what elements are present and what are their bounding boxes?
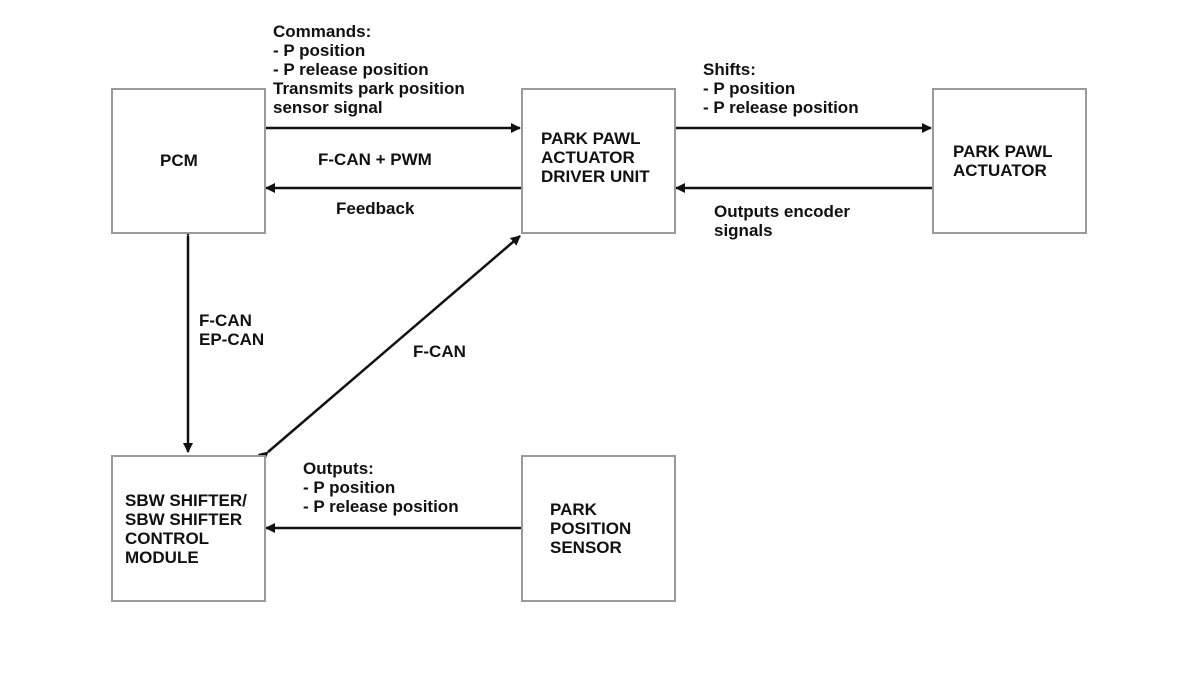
shifts-annotation: Shifts: - P position - P release positio… — [703, 60, 859, 117]
sensor-box: PARK POSITION SENSOR — [521, 455, 676, 602]
driver-unit-label: PARK PAWL ACTUATOR DRIVER UNIT — [541, 129, 650, 186]
shifter-box: SBW SHIFTER/ SBW SHIFTER CONTROL MODULE — [111, 455, 266, 602]
driver-unit-box: PARK PAWL ACTUATOR DRIVER UNIT — [521, 88, 676, 234]
fcan-pwm-annotation: F-CAN + PWM — [318, 150, 432, 169]
commands-annotation: Commands: - P position - P release posit… — [273, 22, 465, 117]
actuator-label: PARK PAWL ACTUATOR — [953, 142, 1053, 180]
encoder-annotation: Outputs encoder signals — [714, 202, 851, 240]
outputs-annotation: Outputs: - P position - P release positi… — [303, 459, 459, 516]
shifter-label: SBW SHIFTER/ SBW SHIFTER CONTROL MODULE — [125, 491, 247, 567]
arrow-shifter-driver — [257, 235, 521, 462]
pcm-box: PCM — [111, 88, 266, 234]
fcan-annotation: F-CAN — [413, 342, 466, 361]
feedback-annotation: Feedback — [336, 199, 415, 218]
pcm-label: PCM — [160, 151, 198, 170]
fcan-epcan-annotation: F-CAN EP-CAN — [199, 311, 265, 349]
sensor-label: PARK POSITION SENSOR — [550, 500, 632, 557]
actuator-box: PARK PAWL ACTUATOR — [932, 88, 1087, 234]
